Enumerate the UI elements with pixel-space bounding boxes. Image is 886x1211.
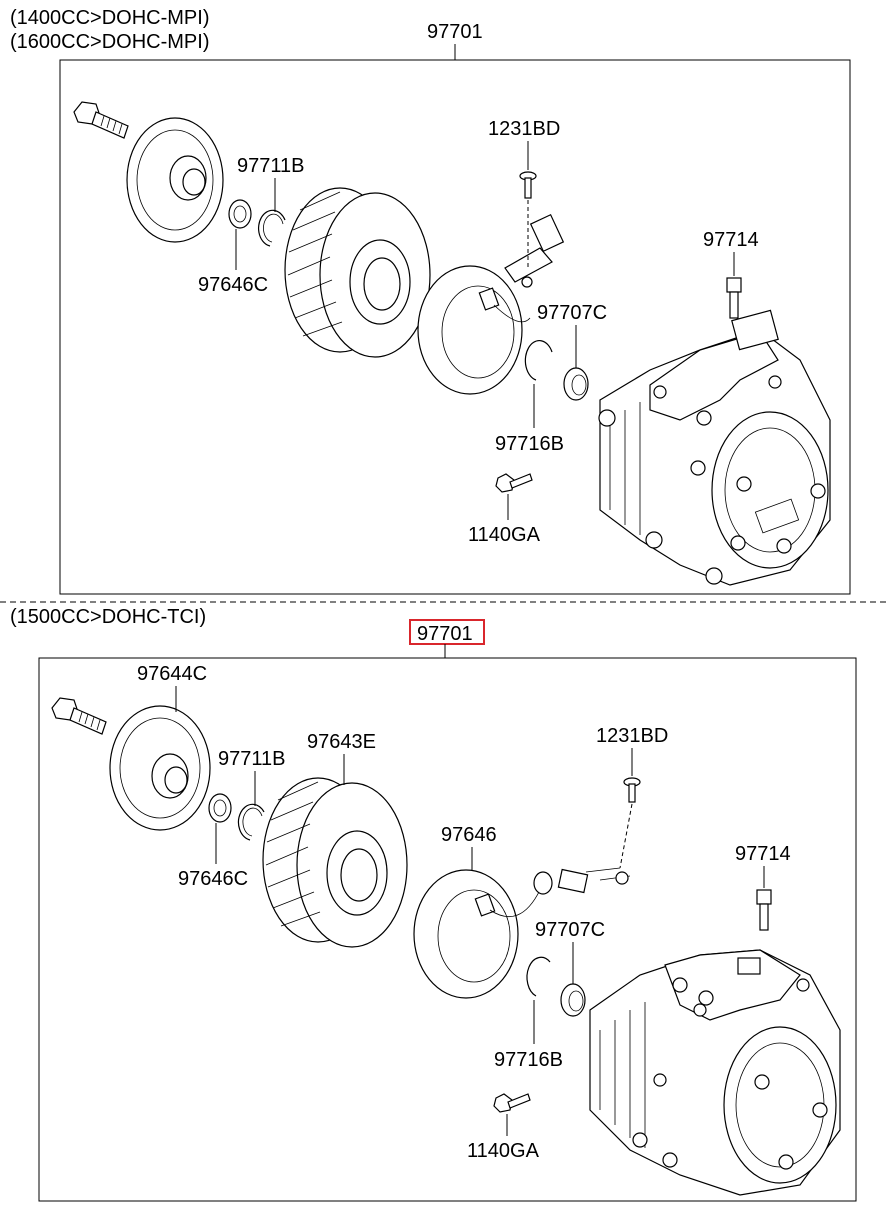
bottom-snap-ring-large-icon[interactable] <box>237 803 265 841</box>
top-variant-line-2: (1600CC>DOHC-MPI) <box>10 31 209 53</box>
bottom-snap-ring-small-icon[interactable] <box>526 956 551 997</box>
bottom-label-97643e[interactable]: 97643E <box>307 731 376 753</box>
top-label-1140ga[interactable]: 1140GA <box>468 524 541 546</box>
bottom-label-97646c[interactable]: 97646C <box>178 868 248 890</box>
bottom-clutch-disc-icon[interactable] <box>109 705 211 831</box>
bottom-label-97714[interactable]: 97714 <box>735 843 791 865</box>
bottom-label-97711b[interactable]: 97711B <box>218 748 285 770</box>
top-field-coil-icon[interactable] <box>417 265 531 395</box>
top-snap-ring-small-icon[interactable] <box>524 339 553 381</box>
bottom-pulley-icon[interactable] <box>262 777 408 948</box>
top-section: (1400CC>DOHC-MPI) (1600CC>DOHC-MPI) 9770… <box>10 7 851 595</box>
top-shim-icon[interactable] <box>563 367 589 401</box>
top-washer-icon[interactable] <box>228 199 252 229</box>
top-compressor-icon[interactable] <box>598 309 831 586</box>
bottom-section: (1500CC>DOHC-TCI) 97701 97644C 97711B <box>10 606 857 1202</box>
bottom-field-coil-icon[interactable] <box>413 869 541 999</box>
bottom-bolt-icon[interactable] <box>51 697 107 735</box>
bottom-label-97644c[interactable]: 97644C <box>137 663 207 685</box>
top-bolt-97714-icon[interactable] <box>726 277 742 319</box>
bottom-label-97707c[interactable]: 97707C <box>535 919 605 941</box>
top-label-97646c[interactable]: 97646C <box>198 274 268 296</box>
top-clutch-disc-icon[interactable] <box>126 117 224 243</box>
bottom-bolt-97714-icon[interactable] <box>756 889 772 931</box>
bottom-connector-icon[interactable] <box>533 867 631 895</box>
top-bolt-1140ga-icon[interactable] <box>495 473 533 493</box>
top-label-97714[interactable]: 97714 <box>703 229 759 251</box>
top-pulley-icon[interactable] <box>284 187 431 358</box>
bottom-assembly-code[interactable]: 97701 <box>417 623 473 645</box>
top-frame <box>59 59 851 595</box>
top-bolt-icon[interactable] <box>73 101 129 139</box>
bottom-frame <box>38 657 857 1202</box>
bottom-label-97646[interactable]: 97646 <box>441 824 497 846</box>
top-label-97707c[interactable]: 97707C <box>537 302 607 324</box>
bottom-variant-line: (1500CC>DOHC-TCI) <box>10 606 206 628</box>
top-snap-ring-large-icon[interactable] <box>257 209 286 247</box>
top-variant-line-1: (1400CC>DOHC-MPI) <box>10 7 209 29</box>
top-label-1231bd[interactable]: 1231BD <box>488 118 560 140</box>
bottom-label-1231bd[interactable]: 1231BD <box>596 725 668 747</box>
bottom-compressor-icon[interactable] <box>589 949 841 1196</box>
bottom-washer-icon[interactable] <box>208 793 232 823</box>
bottom-screw-dash <box>619 803 633 869</box>
top-sensor-bracket-icon[interactable] <box>504 213 565 288</box>
bottom-screw-1231bd-icon[interactable] <box>623 777 641 803</box>
bottom-label-1140ga[interactable]: 1140GA <box>467 1140 540 1162</box>
bottom-label-97716b[interactable]: 97716B <box>494 1049 563 1071</box>
top-screw-1231bd-icon[interactable] <box>519 171 537 199</box>
bottom-shim-icon[interactable] <box>560 983 586 1017</box>
top-assembly-code[interactable]: 97701 <box>427 21 483 43</box>
bottom-bolt-1140ga-icon[interactable] <box>493 1093 531 1113</box>
bottom-assembly-highlight <box>409 619 485 645</box>
top-label-97711b[interactable]: 97711B <box>237 155 304 177</box>
top-label-97716b[interactable]: 97716B <box>495 433 564 455</box>
